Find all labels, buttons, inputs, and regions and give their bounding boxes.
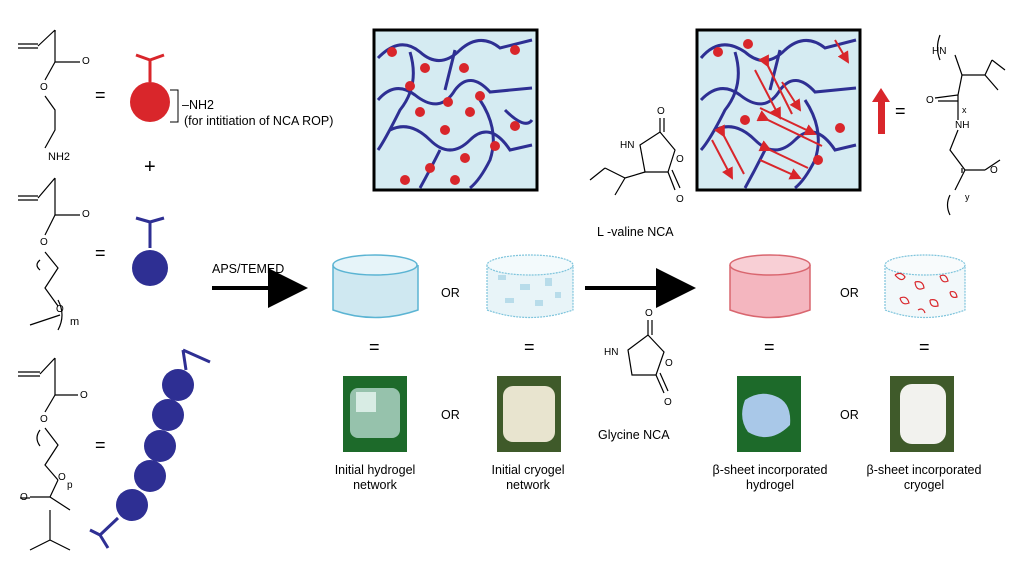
equals-3: = bbox=[95, 435, 106, 455]
beta-cryogel-cylinder bbox=[884, 254, 966, 319]
polypeptide-structure bbox=[934, 34, 1006, 216]
monomer2-o-ether: O bbox=[56, 304, 64, 315]
glycine-o1: O bbox=[645, 308, 653, 319]
peptide-hn: HN bbox=[932, 46, 947, 57]
or-2: OR bbox=[840, 286, 859, 300]
lvaline-nca-label: L -valine NCA bbox=[597, 225, 674, 239]
peptide-y: y bbox=[965, 192, 970, 202]
caption-initial-cryogel: Initial cryogel network bbox=[491, 463, 565, 492]
initial-network-box bbox=[372, 28, 539, 192]
caption-beta-cryogel: β-sheet incorporated cryogel bbox=[866, 463, 982, 492]
photo-beta-hydrogel bbox=[737, 376, 801, 452]
glycine-o3: O bbox=[664, 397, 672, 408]
peg-monomer-structure bbox=[18, 177, 80, 331]
monomer1-nh2-label: NH2 bbox=[48, 151, 71, 163]
equals-1: = bbox=[95, 85, 106, 105]
cryogel-cylinder bbox=[486, 254, 574, 319]
caption-beta-hydrogel: β-sheet incorporated hydrogel bbox=[712, 463, 828, 492]
peptide-o2: O bbox=[990, 165, 998, 176]
nca-rop-note: (for intitiation of NCA ROP) bbox=[184, 114, 334, 128]
or-1: OR bbox=[441, 286, 460, 300]
beta-hydrogel-cylinder bbox=[729, 254, 811, 319]
hydrogel-cylinder bbox=[332, 254, 419, 319]
caption-initial-hydrogel: Initial hydrogel network bbox=[334, 463, 416, 492]
pegdma-o-ether: O bbox=[58, 472, 66, 483]
pegdma-repeat-p: p bbox=[67, 480, 73, 491]
beta-network-box bbox=[695, 28, 862, 192]
peptide-nh: NH bbox=[955, 120, 970, 131]
aps-temed-label: APS/TEMED bbox=[212, 262, 285, 276]
glycine-o2: O bbox=[665, 358, 673, 369]
pegdma-chain-symbol bbox=[89, 348, 211, 549]
monomer1-o-label: O bbox=[82, 56, 90, 67]
monomer2-o-ester: O bbox=[40, 237, 48, 248]
lvaline-o1: O bbox=[657, 106, 665, 117]
legend-equals: = bbox=[895, 101, 906, 121]
photo-initial-cryogel bbox=[497, 376, 561, 452]
pegdma-structure bbox=[18, 357, 78, 551]
peptide-o1: O bbox=[926, 95, 934, 106]
monomer2-o-label: O bbox=[82, 209, 90, 220]
pegdma-o-label: O bbox=[80, 390, 88, 401]
pegdma-o-ester: O bbox=[40, 414, 48, 425]
lvaline-o3: O bbox=[676, 194, 684, 205]
amine-monomer-structure bbox=[18, 29, 80, 149]
amine-group-label: –NH2 bbox=[182, 98, 214, 112]
lvaline-o2: O bbox=[676, 154, 684, 165]
pegdma-o-bottom: O bbox=[20, 492, 28, 503]
photo-beta-cryogel bbox=[890, 376, 954, 452]
photo-initial-hydrogel bbox=[343, 376, 407, 452]
equals-hydrogel: = bbox=[369, 337, 380, 357]
glycine-nca-label: Glycine NCA bbox=[598, 428, 670, 442]
or-4: OR bbox=[840, 408, 859, 422]
monomer1-o-ester: O bbox=[40, 82, 48, 93]
plus-sign: + bbox=[144, 156, 156, 178]
glycine-nca-structure bbox=[627, 320, 669, 394]
equals-2: = bbox=[95, 243, 106, 263]
peg-monomer-symbol bbox=[132, 216, 168, 286]
lvaline-hn: HN bbox=[620, 140, 635, 151]
lvaline-nca-structure bbox=[589, 118, 681, 196]
equals-cryogel: = bbox=[524, 337, 535, 357]
or-3: OR bbox=[441, 408, 460, 422]
equals-beta-cryogel: = bbox=[919, 337, 930, 357]
beta-sheet-legend-arrow bbox=[872, 88, 890, 134]
equals-beta-hydrogel: = bbox=[764, 337, 775, 357]
peptide-x: x bbox=[962, 105, 967, 115]
peg-repeat-m: m bbox=[70, 316, 80, 328]
amine-monomer-symbol bbox=[130, 53, 179, 123]
glycine-hn: HN bbox=[604, 347, 619, 358]
